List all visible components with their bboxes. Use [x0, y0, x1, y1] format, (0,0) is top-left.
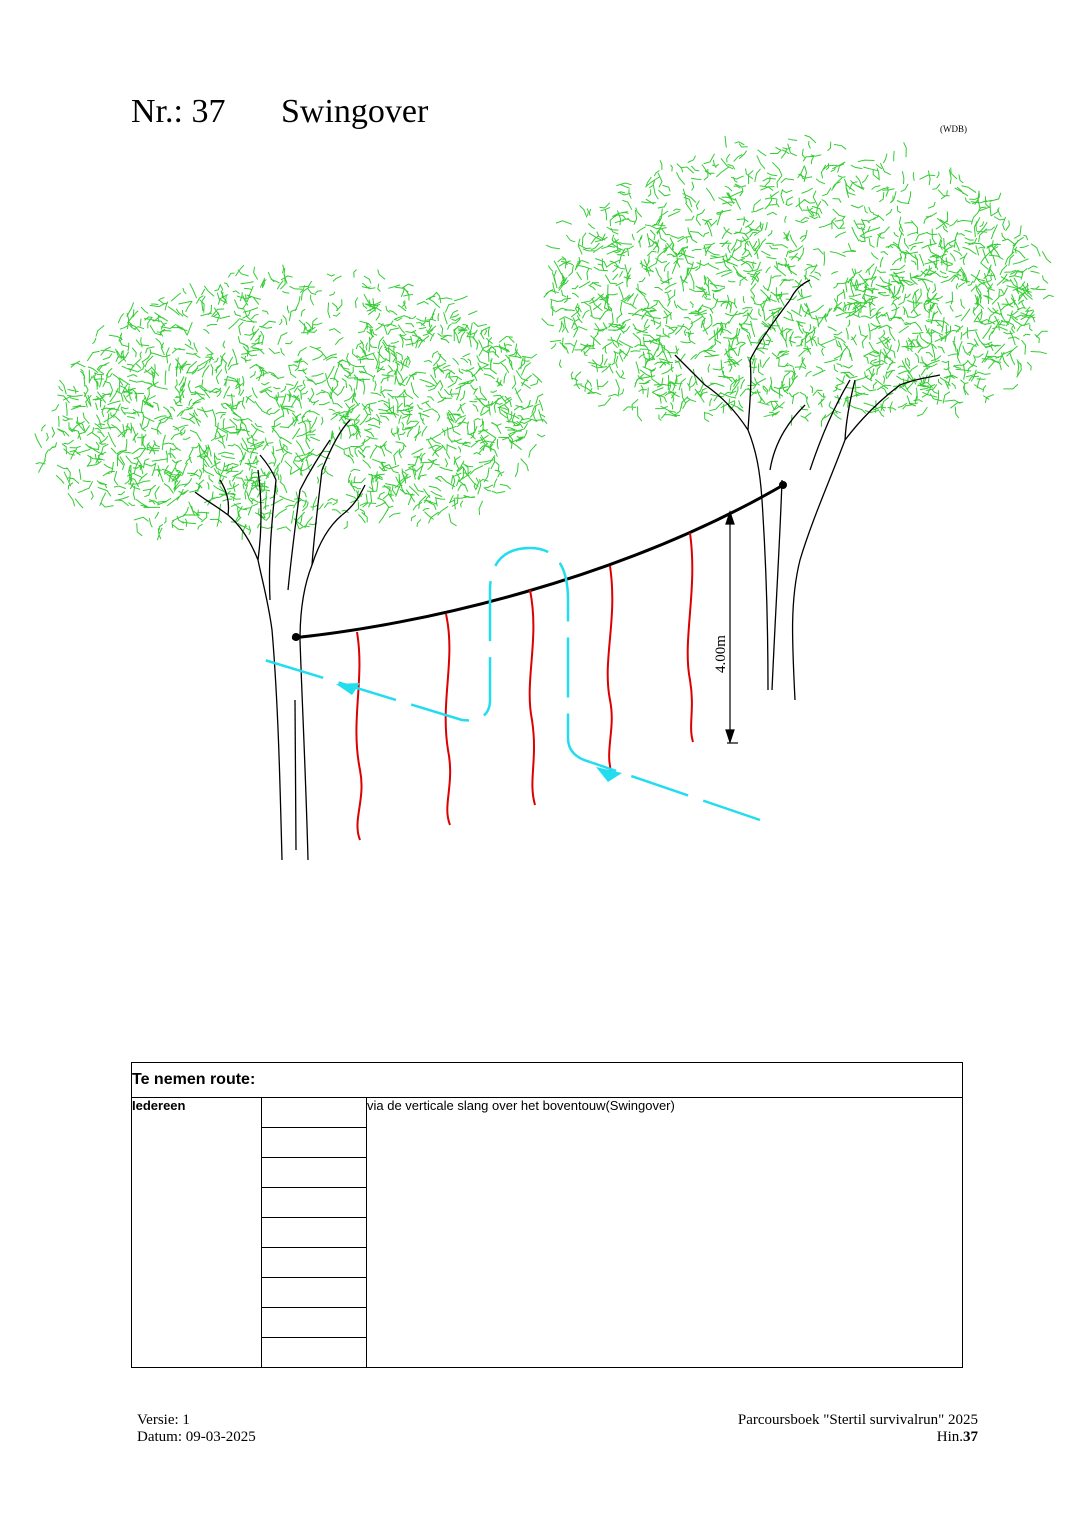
tree-foliage [34, 134, 1054, 541]
page-number: 37 [963, 1429, 978, 1445]
book-title: Parcoursboek "Stertil survivalrun" 2025 [737, 1412, 978, 1428]
route-slot [261, 1337, 367, 1368]
route-slot [261, 1157, 367, 1188]
route-arrow-right [596, 767, 622, 782]
date-label: Datum: [137, 1429, 182, 1445]
obstacle-name: Swingover [281, 93, 429, 130]
route-slot [261, 1217, 367, 1248]
left-anchor [292, 633, 300, 641]
page-title: Nr.: 37 Swingover [131, 93, 428, 131]
obstacle-drawing: 4.00m [34, 134, 1054, 861]
route-arrow-left [336, 683, 360, 695]
route-who: Iedereen [131, 1097, 262, 1368]
route-slot [261, 1247, 367, 1278]
top-rope [291, 482, 786, 640]
right-anchor [779, 481, 787, 489]
route-slot [261, 1187, 367, 1218]
route-slot [261, 1097, 367, 1128]
right-tree-trunk [674, 279, 941, 701]
route-description: via de verticale slang over het boventou… [366, 1097, 963, 1368]
foliage-strokes [34, 134, 1054, 541]
route-slot [261, 1277, 367, 1308]
page-prefix: Hin. [936, 1429, 963, 1445]
height-dimension [725, 510, 738, 744]
route-slot [261, 1127, 367, 1158]
route-table: Te nemen route: Iedereen via de vertical… [131, 1062, 963, 1368]
route-table-heading: Te nemen route: [131, 1062, 963, 1098]
footer-version-info: Versie: 1 Datum: 09-03-2025 [137, 1412, 256, 1446]
date-value: 09-03-2025 [185, 1429, 256, 1445]
left-tree-trunk [194, 419, 366, 861]
footer-book-info: Parcoursboek "Stertil survivalrun" 2025 … [738, 1412, 978, 1446]
table-row: Iedereen via de verticale slang over het… [131, 1097, 963, 1368]
height-label: 4.00m [713, 635, 729, 673]
version-value: 1 [182, 1412, 190, 1428]
route-path [257, 546, 761, 822]
route-slot [261, 1307, 367, 1338]
hanging-ropes [355, 532, 694, 841]
version-label: Versie: [137, 1412, 179, 1428]
obstacle-number: Nr.: 37 [131, 93, 226, 130]
author-tag: (WDB) [940, 124, 967, 134]
